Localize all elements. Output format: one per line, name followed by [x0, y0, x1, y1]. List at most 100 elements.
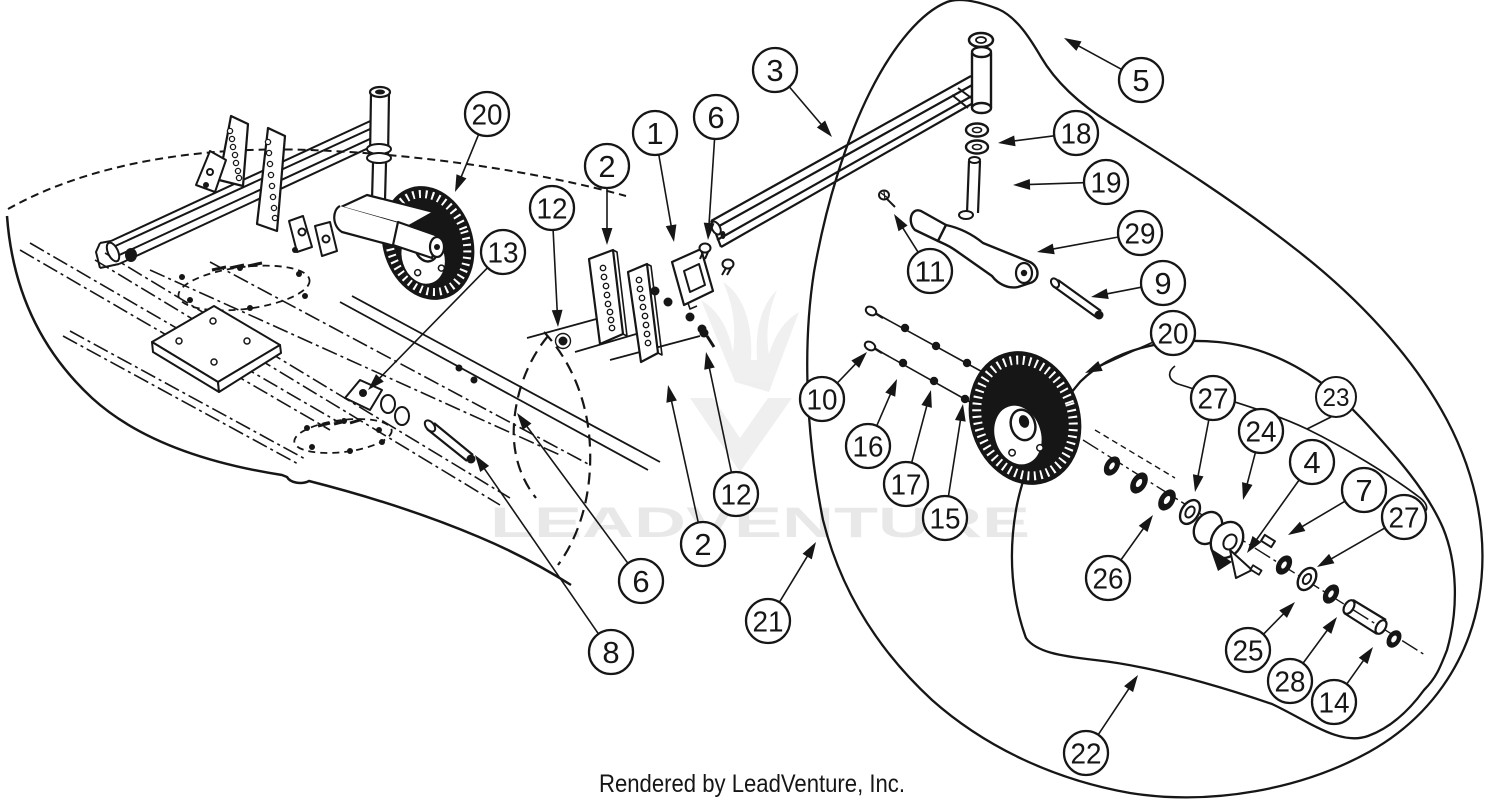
callout-leader-3: [788, 86, 824, 127]
callout-arrowhead-27: [1192, 474, 1204, 492]
deck-bottom-edge: [5, 215, 572, 587]
callout-leader-12: [552, 229, 559, 314]
callout-12: 12: [528, 184, 576, 327]
callout-arrowhead-6: [517, 413, 532, 430]
callout-7: 7: [1288, 466, 1388, 535]
spindle-opening-right: [293, 418, 393, 454]
callout-arrowhead-9: [1091, 288, 1109, 300]
callout-balloon-10: [798, 375, 846, 423]
callout-number-18: 18: [1061, 118, 1092, 150]
callout-arrowhead-13: [368, 374, 384, 390]
callout-9: 9: [1091, 259, 1187, 307]
callout-balloon-25: [1224, 626, 1272, 674]
callout-12: 12: [704, 352, 760, 518]
callout-number-15: 15: [930, 503, 961, 535]
callout-balloon-18: [1052, 109, 1100, 157]
callout-arrowhead-4: [1247, 536, 1262, 553]
callout-balloon-15: [921, 494, 969, 542]
callout-balloon-27: [1189, 374, 1237, 422]
callout-balloon-14: [1310, 678, 1358, 726]
callout-balloon-29: [1116, 209, 1164, 257]
axle-key-7: [1260, 533, 1276, 549]
callout-number-11: 11: [915, 256, 946, 288]
bar-mount-tab: [195, 150, 227, 193]
plate-hardware-dots: [650, 286, 709, 338]
callout-balloon-23: [1315, 376, 1357, 418]
callout-number-28: 28: [1275, 666, 1306, 698]
deck-weldment: [5, 148, 701, 587]
callout-balloon-11: [906, 247, 954, 295]
callout-balloon-17: [882, 460, 930, 508]
callout-balloon-20: [463, 90, 511, 138]
callout-number-3: 3: [766, 53, 783, 88]
callout-arrowhead-29: [1037, 243, 1055, 255]
callout-leader-7: [1299, 500, 1346, 529]
callout-leader-20: [1097, 341, 1154, 368]
mount-plate-1: [670, 247, 715, 310]
mount-plates-center: [587, 242, 735, 364]
callout-balloon-6: [692, 93, 740, 141]
callout-arrowhead-24: [1242, 482, 1253, 500]
callout-balloon-9: [1139, 259, 1187, 307]
callout-6: 6: [517, 413, 665, 605]
footer-credit: Rendered by LeadVenture, Inc.: [599, 770, 905, 798]
callout-number-20: 20: [472, 99, 503, 131]
callout-arrowhead-10: [851, 352, 867, 369]
adjustment-plate-2: [587, 248, 628, 346]
callout-arrowhead-19: [1013, 179, 1031, 190]
callout-arrowhead-28: [1322, 617, 1337, 634]
callout-leader-19: [1026, 181, 1085, 186]
callout-20: 20: [455, 90, 511, 192]
caster-washer-18b: [964, 139, 990, 155]
callout-18: 18: [998, 109, 1100, 157]
callout-balloon-7: [1340, 466, 1388, 514]
callout-27: 27: [1317, 493, 1428, 567]
callout-number-9: 9: [1154, 266, 1171, 301]
callout-1: 1: [631, 109, 679, 242]
callout-23: 23: [1315, 376, 1357, 418]
callout-balloon-26: [1084, 554, 1132, 602]
callout-number-29: 29: [1125, 218, 1156, 250]
deck-rails: [19, 242, 591, 506]
callout-leader-27: [1328, 527, 1386, 561]
callout-4: 4: [1247, 438, 1336, 553]
adjustment-plate-12: [626, 262, 663, 364]
carriage-bolts-6: [698, 242, 735, 276]
detail-boundary-22: [1010, 339, 1457, 740]
callout-balloon-6: [617, 557, 665, 605]
callout-number-5: 5: [1132, 63, 1149, 98]
bar-ear-brackets: [288, 215, 338, 257]
callout-13: 13: [368, 228, 527, 390]
callout-arrowhead-2: [601, 228, 613, 245]
callout-number-22: 22: [1071, 738, 1102, 770]
axle-washers: [1103, 456, 1340, 604]
callout-leader-18: [1011, 135, 1055, 143]
flange-bearing-27a: [1178, 498, 1202, 526]
bolt-11: [878, 189, 896, 208]
pin-9: [1049, 277, 1104, 320]
callout-number-13: 13: [488, 237, 519, 269]
callout-arrowhead-17: [921, 390, 932, 408]
callout-29: 29: [1037, 209, 1164, 257]
callout-arrowhead-14: [1358, 647, 1373, 664]
callout-leader-29: [1050, 236, 1119, 251]
callout-leader-10: [836, 361, 858, 384]
caster-yoke-29: [909, 209, 1039, 289]
callout-arrowhead-12: [704, 352, 715, 370]
axle-detail: [1082, 429, 1426, 656]
callout-leader-2: [670, 398, 700, 523]
callout-number-23: 23: [1323, 384, 1350, 412]
callout-leader-6: [524, 423, 629, 564]
callout-balloon-19: [1082, 158, 1130, 206]
callout-leader-25: [1262, 611, 1286, 635]
flange-bearing-27b: [1296, 566, 1318, 592]
leadventure-flame-watermark: [690, 282, 799, 472]
callout-arrowhead-2: [666, 385, 677, 403]
callout-leader-20: [459, 134, 480, 180]
callout-leader-14: [1346, 657, 1366, 685]
callout-number-4: 4: [1303, 445, 1320, 480]
callout-number-16: 16: [853, 431, 884, 463]
adjustment-plate-installed-1: [217, 114, 250, 188]
callout-arrowhead-22: [1124, 675, 1138, 693]
